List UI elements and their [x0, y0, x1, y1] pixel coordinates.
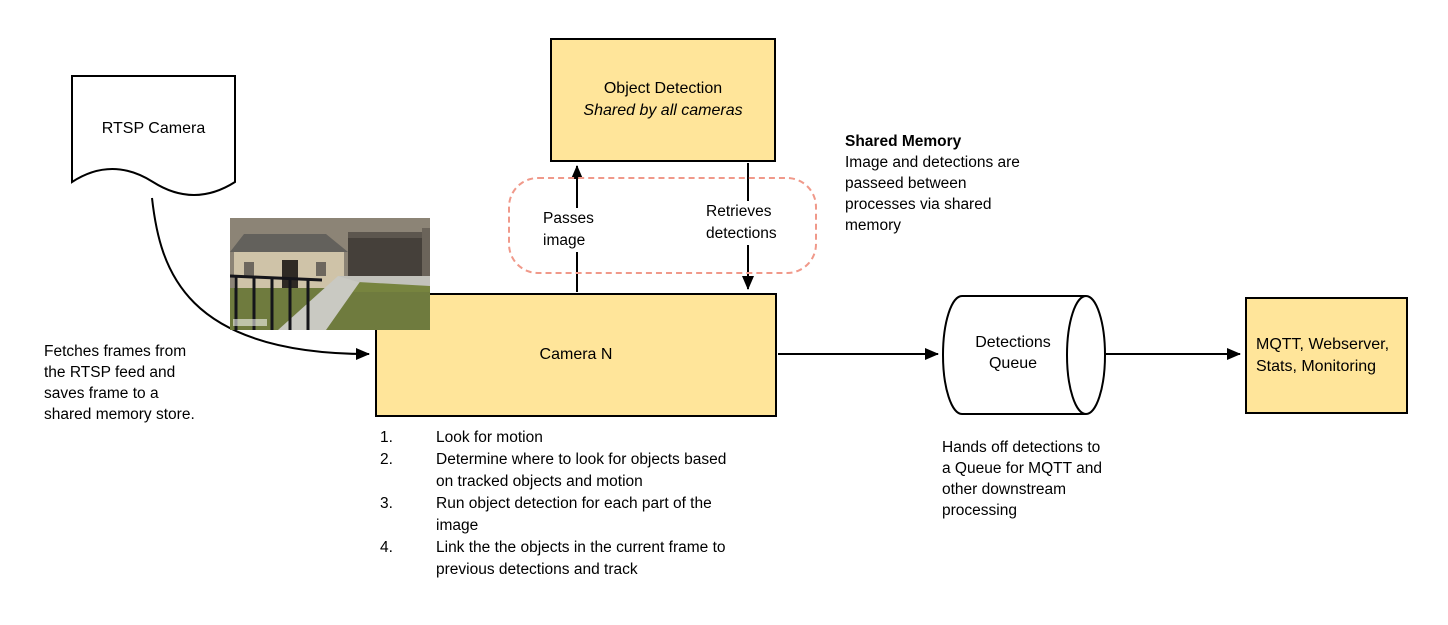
shared-memory-region — [508, 177, 817, 274]
arrow-rtsp-to-camera — [151, 197, 370, 360]
camera-steps-list: 1. Look for motion 2. Determine where to… — [380, 427, 760, 581]
camera-n-label: Camera N — [539, 346, 613, 363]
detections-queue-cylinder-shape — [942, 295, 1086, 415]
detections-queue-label: Detections Queue — [975, 334, 1051, 372]
camera-snapshot-art — [229, 218, 430, 330]
rtsp-camera-label: RTSP Camera — [101, 120, 206, 137]
shared-memory-body: Image and detections are passeed between… — [845, 154, 1020, 234]
queue-handoff-note: Hands off detections to a Queue for MQTT… — [942, 439, 1102, 519]
step-number: 3. — [380, 495, 393, 512]
camera-snapshot-image — [229, 218, 430, 330]
shared-memory-title: Shared Memory — [845, 133, 962, 150]
camera-step-1: 1. Look for motion — [380, 427, 760, 449]
step-number: 4. — [380, 539, 393, 556]
detections-queue-cylinder-cap — [1066, 295, 1106, 415]
fetch-frames-note: Fetches frames from the RTSP feed and sa… — [44, 343, 195, 423]
step-text: Run object detection for each part of th… — [436, 495, 712, 534]
camera-step-4: 4. Link the the objects in the current f… — [380, 537, 760, 581]
step-text: Determine where to look for objects base… — [436, 451, 727, 490]
camera-step-3: 3. Run object detection for each part of… — [380, 493, 760, 537]
outputs-label: MQTT, Webserver, Stats, Monitoring — [1256, 335, 1390, 375]
step-text: Link the the objects in the current fram… — [436, 539, 726, 578]
object-detection-subtitle: Shared by all cameras — [583, 102, 743, 119]
camera-step-2: 2. Determine where to look for objects b… — [380, 449, 760, 493]
rtsp-document-shape — [71, 75, 236, 196]
object-detection-box: Object Detection Shared by all cameras — [550, 38, 776, 162]
passes-image-label: Passes image — [543, 208, 601, 252]
object-detection-title: Object Detection — [603, 80, 723, 97]
outputs-box: MQTT, Webserver, Stats, Monitoring — [1245, 297, 1408, 414]
camera-n-box: Camera N — [375, 293, 777, 417]
retrieves-detections-label: Retrieves detections — [706, 201, 786, 245]
step-number: 2. — [380, 451, 393, 468]
step-text: Look for motion — [436, 429, 543, 446]
shared-memory-note: Shared Memory Image and detections are p… — [845, 131, 1033, 236]
step-number: 1. — [380, 429, 393, 446]
